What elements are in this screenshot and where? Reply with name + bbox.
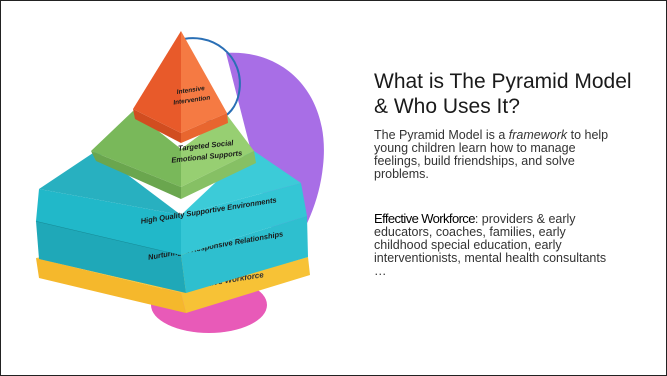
emphasis-framework: framework: [508, 128, 568, 142]
workforce-text: : providers & early educators, coaches, …: [374, 212, 607, 278]
workforce-label: Effective Workforce: [374, 211, 475, 226]
pyramid-illustration: Effective Workforce Nurturing & Responsi…: [35, 31, 324, 333]
level-supportive-environments: High Quality Supportive Environments: [36, 149, 307, 255]
description-text-after: to help young children learn how to mana…: [374, 128, 609, 181]
level-targeted-supports: Targeted Social Emotional Supports: [91, 111, 256, 199]
workforce-paragraph: Effective Workforce: providers & early e…: [374, 212, 614, 278]
description-paragraph: The Pyramid Model is a framework to help…: [374, 129, 614, 181]
level-intensive-intervention: Intensive Intervention: [133, 31, 228, 143]
description-text-before: The Pyramid Model is a: [374, 128, 509, 142]
slide-title: What is The Pyramid Model & Who Uses It?: [374, 70, 632, 118]
level-label: Intensive: [176, 85, 205, 96]
